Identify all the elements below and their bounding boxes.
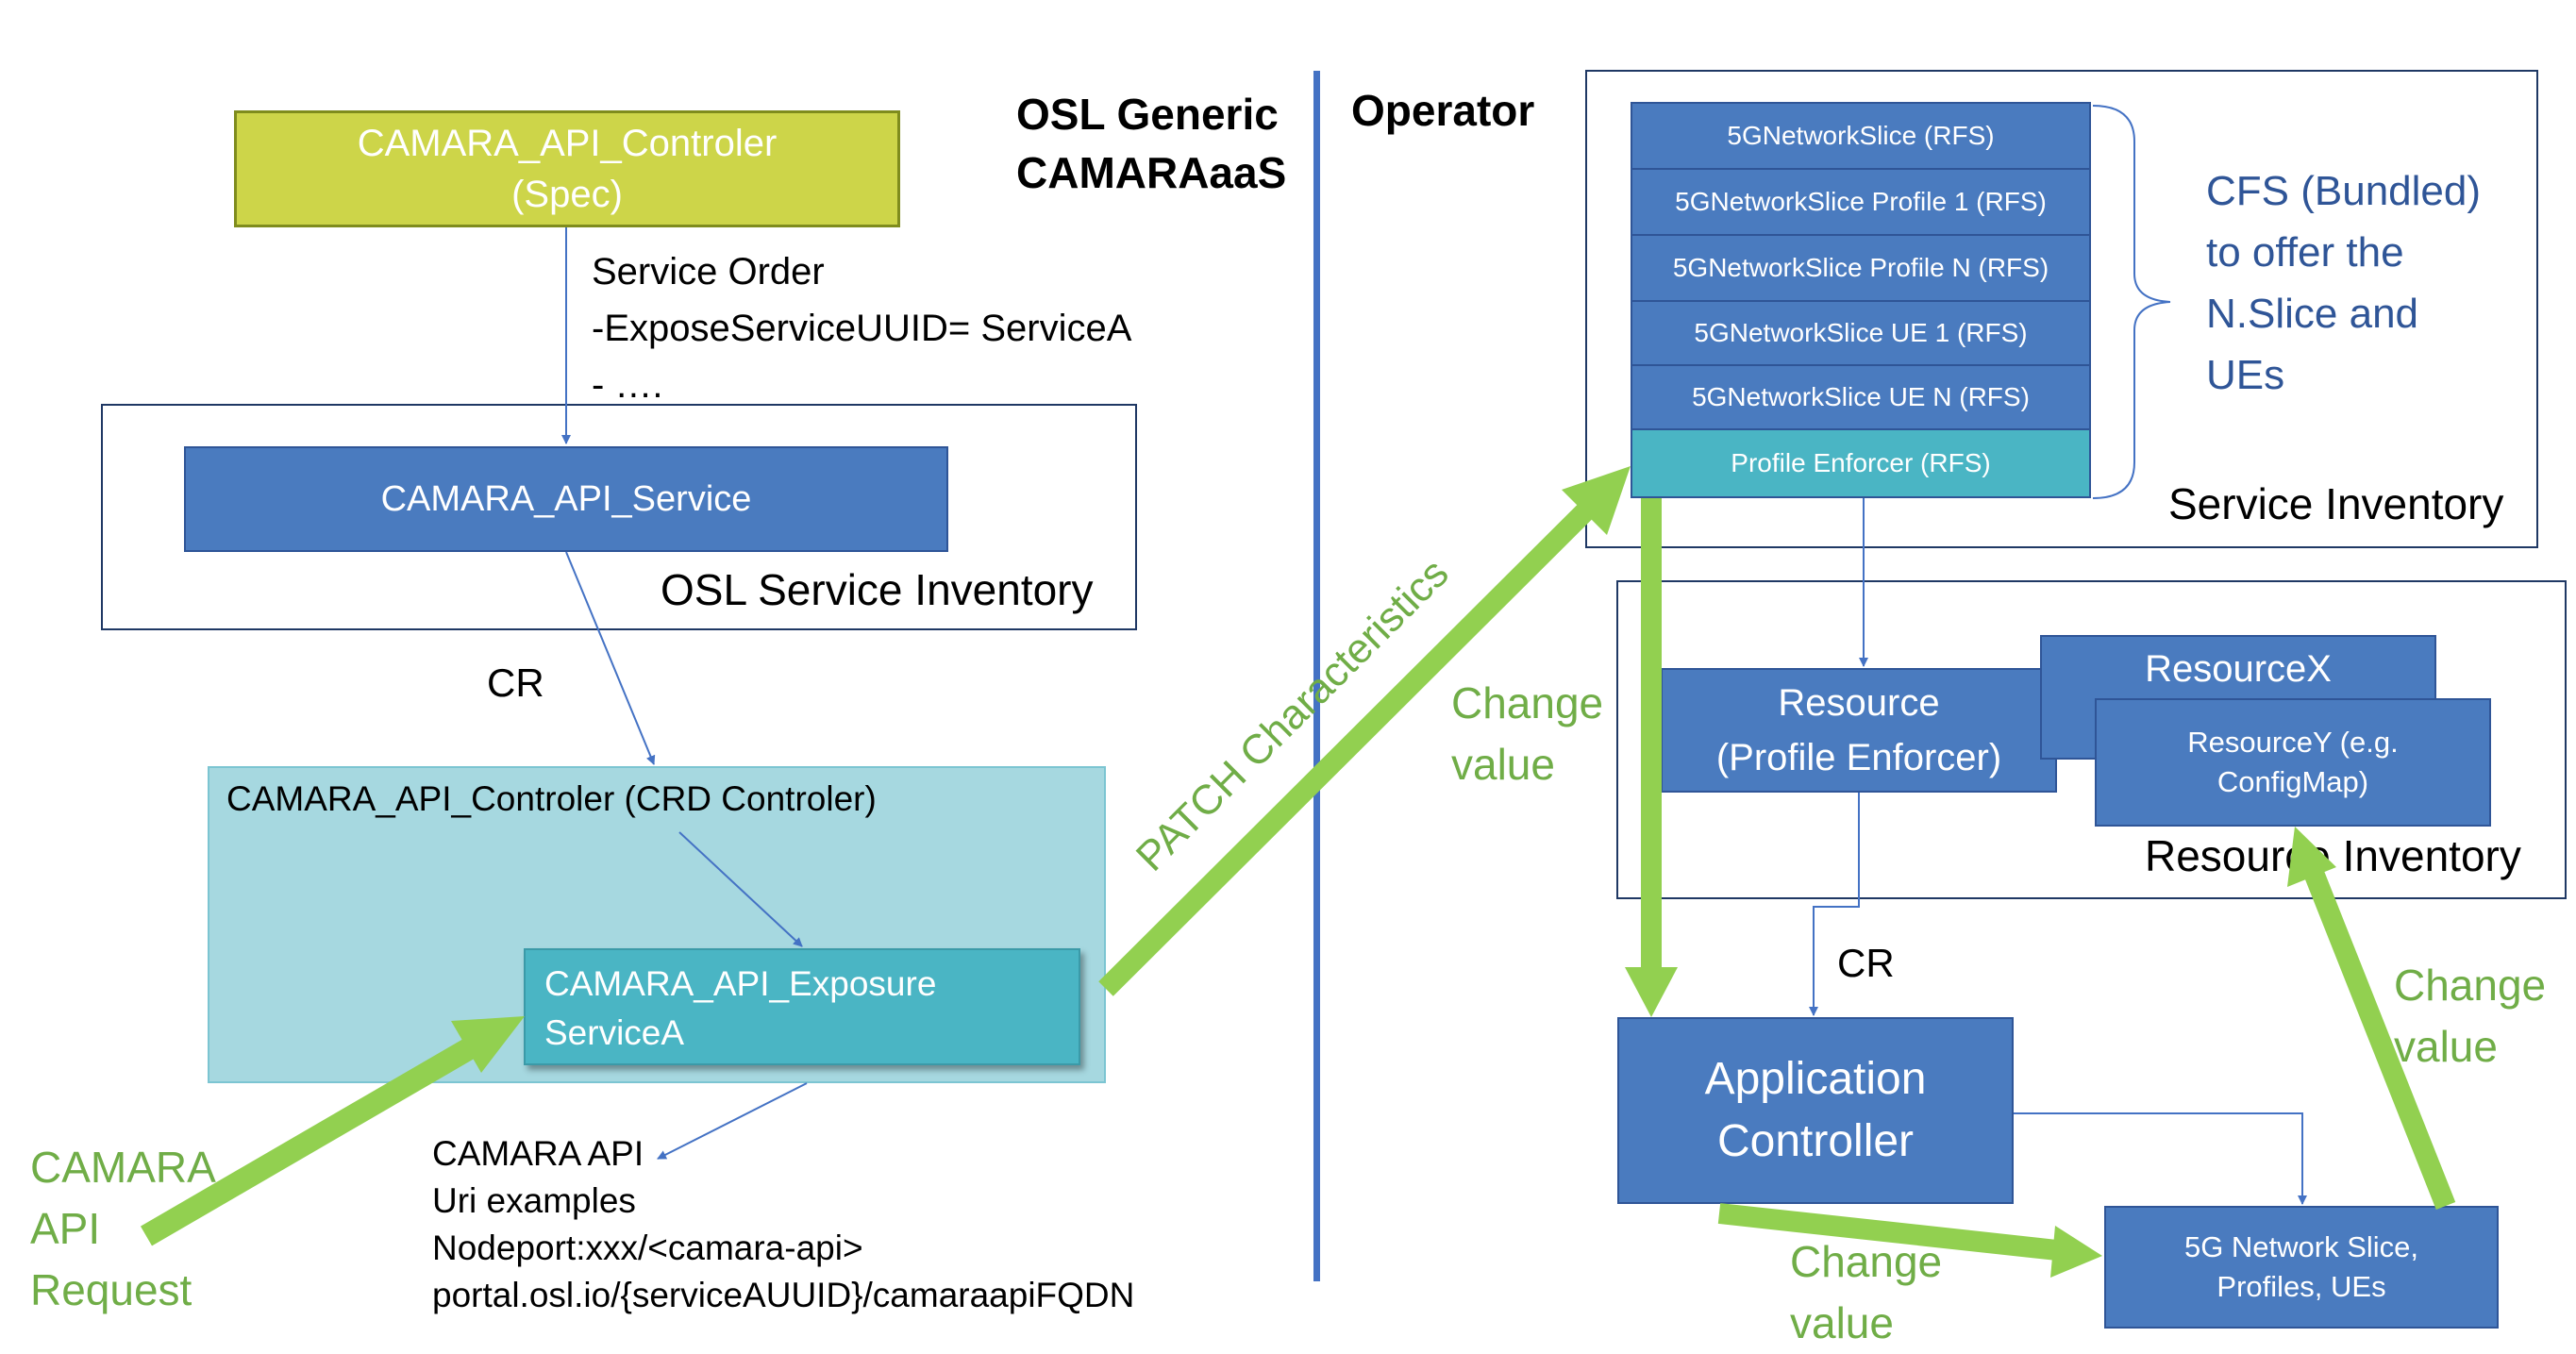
network-slice-profiles-ues-box: 5G Network Slice, Profiles, UEs — [2104, 1206, 2499, 1329]
resource-y-line-2: ConfigMap) — [2216, 765, 2369, 798]
resource-y-box: ResourceY (e.g. ConfigMap) — [2095, 698, 2491, 827]
camara-api-exposure-box: CAMARA_API_Exposure ServiceA — [524, 948, 1080, 1065]
camara-request-line-1: CAMARA — [30, 1143, 216, 1192]
spec-box-subtitle: (Spec) — [511, 174, 623, 215]
rfs-row-2-label: 5GNetworkSlice Profile 1 (RFS) — [1675, 187, 2047, 216]
change-value-3-line-2: value — [2394, 1022, 2498, 1071]
rfs-row-profile-n: 5GNetworkSlice Profile N (RFS) — [1632, 236, 2089, 302]
service-order-text: Service Order -ExposeServiceUUID= Servic… — [592, 243, 1131, 413]
resource-box-line-1: Resource — [1778, 682, 1940, 724]
app-controller-to-slice-connector — [2014, 1112, 2307, 1205]
rfs-row-4-label: 5GNetworkSlice UE 1 (RFS) — [1694, 318, 2028, 347]
exposure-box-line-1: CAMARA_API_Exposure — [544, 964, 937, 1003]
vertical-divider — [1313, 71, 1320, 1281]
cfs-note-line-2: to offer the — [2206, 229, 2404, 276]
network-slice-line-1: 5G Network Slice, — [2183, 1230, 2419, 1263]
osl-service-inventory-label: OSL Service Inventory — [661, 565, 1094, 614]
change-value-label-2: Change value — [1790, 1231, 1942, 1354]
resource-inventory-label: Resource Inventory — [2145, 831, 2521, 880]
cfs-note-line-4: UEs — [2206, 352, 2285, 398]
camara-api-controller-spec-box: CAMARA_API_Controler (Spec) — [234, 110, 900, 227]
rfs-stack: 5GNetworkSlice (RFS) 5GNetworkSlice Prof… — [1631, 102, 2091, 498]
rfs-row-ue-n: 5GNetworkSlice UE N (RFS) — [1632, 366, 2089, 430]
rfs-row-network-slice: 5GNetworkSlice (RFS) — [1632, 104, 2089, 170]
change-value-1-line-1: Change — [1451, 678, 1604, 727]
crd-controller-label: CAMARA_API_Controler (CRD Controler) — [226, 779, 877, 818]
exposure-box-line-2: ServiceA — [544, 1013, 685, 1052]
osl-generic-camaraaas-heading: OSL Generic CAMARAaaS — [1016, 85, 1286, 202]
service-inventory-label: Service Inventory — [2168, 479, 2504, 528]
service-order-line-3: - …. — [592, 364, 663, 406]
cfs-note-line-3: N.Slice and — [2206, 291, 2419, 337]
change-value-2-line-2: value — [1790, 1298, 1894, 1347]
resource-x-label: ResourceX — [2145, 648, 2332, 690]
rfs-row-3-label: 5GNetworkSlice Profile N (RFS) — [1672, 253, 2049, 282]
uri-line-3: Nodeport:xxx/<camara-api> — [432, 1229, 863, 1267]
operator-heading: Operator — [1351, 86, 1535, 135]
heading-line-1: OSL Generic — [1016, 90, 1279, 139]
rfs-row-1-label: 5GNetworkSlice (RFS) — [1727, 121, 1995, 150]
camara-api-request-label: CAMARA API Request — [30, 1137, 216, 1321]
app-controller-line-1: Application — [1704, 1054, 1927, 1104]
network-slice-line-2: Profiles, UEs — [2216, 1270, 2386, 1303]
camara-request-line-3: Request — [30, 1265, 192, 1314]
rfs-row-ue-1: 5GNetworkSlice UE 1 (RFS) — [1632, 302, 2089, 366]
rfs-row-profile-1: 5GNetworkSlice Profile 1 (RFS) — [1632, 170, 2089, 236]
service-order-line-2: -ExposeServiceUUID= ServiceA — [592, 308, 1132, 349]
camara-request-line-2: API — [30, 1204, 101, 1253]
resource-inventory-frame — [1616, 580, 2567, 899]
cfs-note-line-1: CFS (Bundled) — [2206, 168, 2482, 214]
patch-characteristics-label: PATCH Characteristics — [1128, 550, 1458, 880]
cfs-bundled-note: CFS (Bundled) to offer the N.Slice and U… — [2206, 160, 2481, 406]
heading-line-2: CAMARAaaS — [1016, 148, 1287, 197]
resource-y-line-1: ResourceY (e.g. — [2187, 726, 2399, 759]
change-value-label-1: Change value — [1451, 673, 1603, 795]
uri-line-4: portal.osl.io/{serviceAUUID}/camaraapiFQ… — [432, 1276, 1135, 1314]
cr-label-left: CR — [487, 660, 544, 705]
change-value-label-3: Change value — [2394, 955, 2546, 1078]
camara-api-service-box: CAMARA_API_Service — [184, 446, 948, 552]
uri-line-1: CAMARA API — [432, 1134, 644, 1173]
rfs-row-5-label: 5GNetworkSlice UE N (RFS) — [1692, 382, 2030, 411]
camara-api-service-label: CAMARA_API_Service — [380, 478, 752, 519]
change-value-3-line-1: Change — [2394, 961, 2547, 1010]
change-value-2-line-1: Change — [1790, 1237, 1943, 1286]
application-controller-box: Application Controller — [1617, 1017, 2014, 1204]
resource-profile-enforcer-box: Resource (Profile Enforcer) — [1661, 668, 2057, 793]
rfs-row-profile-enforcer: Profile Enforcer (RFS) — [1632, 430, 2089, 496]
change-value-1-line-2: value — [1451, 740, 1555, 789]
uri-line-2: Uri examples — [432, 1181, 636, 1220]
service-inventory-frame — [1585, 70, 2538, 548]
rfs-row-6-label: Profile Enforcer (RFS) — [1731, 448, 1991, 477]
app-controller-line-2: Controller — [1716, 1116, 1915, 1166]
uri-examples-text: CAMARA API Uri examples Nodeport:xxx/<ca… — [432, 1130, 1134, 1319]
service-order-line-1: Service Order — [592, 251, 825, 293]
spec-box-title: CAMARA_API_Controler — [357, 123, 778, 164]
resource-box-line-2: (Profile Enforcer) — [1715, 737, 2002, 778]
cr-label-right: CR — [1837, 941, 1895, 985]
